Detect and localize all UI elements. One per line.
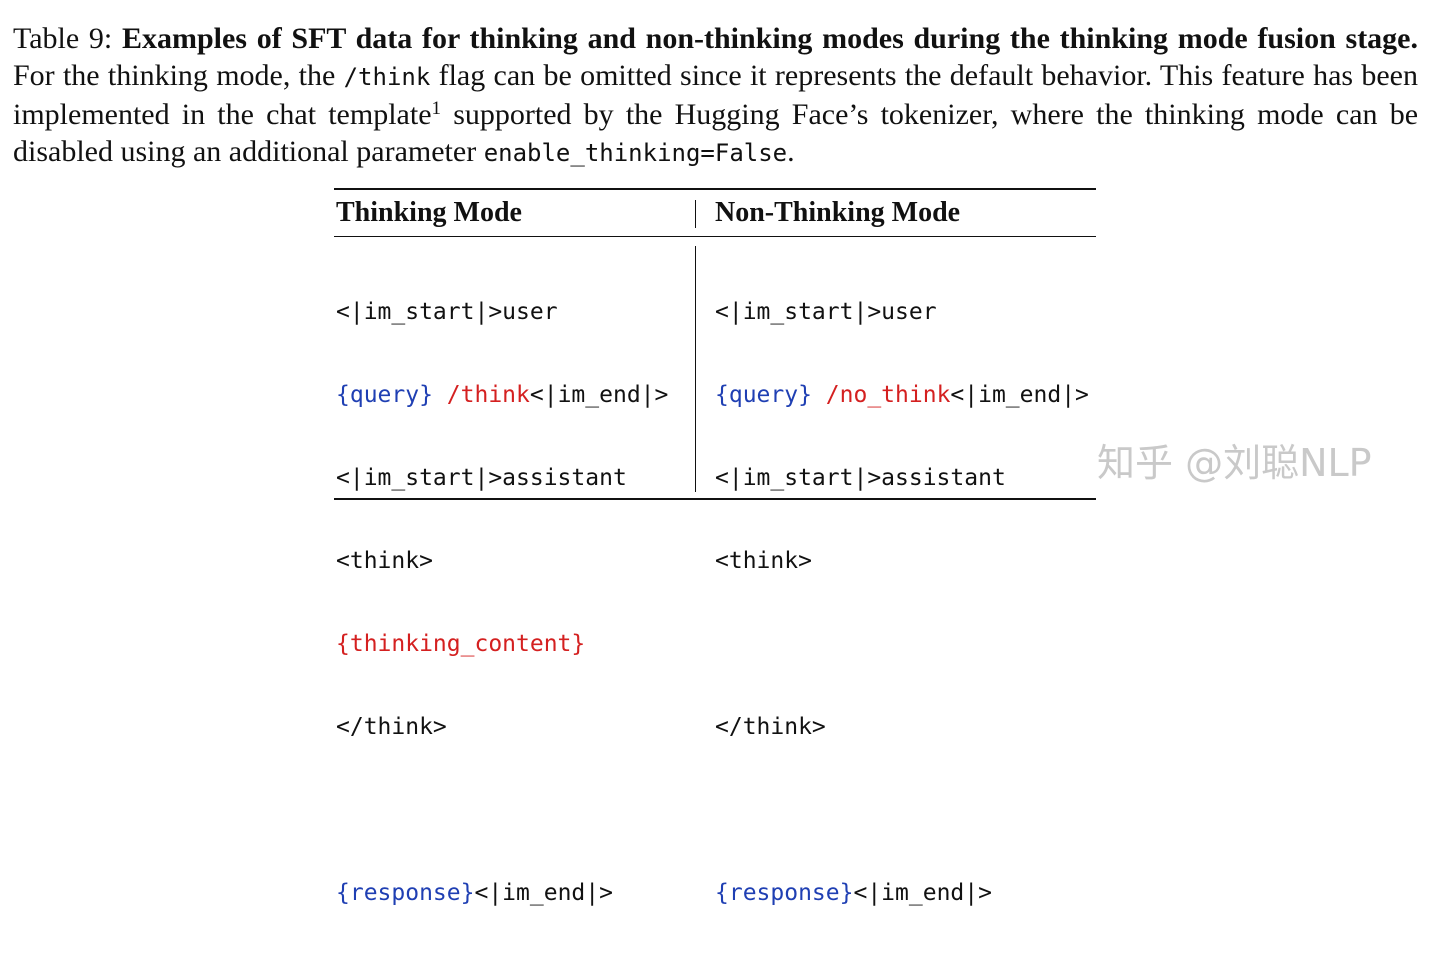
code-line: {response}<|im_end|>: [715, 878, 1089, 909]
table-top-rule: [334, 188, 1096, 190]
code-line: <|im_start|>user: [336, 299, 558, 325]
caption-code-param: enable_thinking=False: [483, 139, 788, 167]
code-line: <think>: [715, 548, 812, 574]
caption-text-1: For the thinking mode, the: [13, 59, 336, 92]
empty-line: [336, 795, 668, 826]
code-line: {query} /no_think<|im_end|>: [715, 380, 1089, 411]
table-caption: Table 9: Examples of SFT data for thinki…: [13, 20, 1418, 172]
header-thinking-mode: Thinking Mode: [336, 197, 522, 228]
im-end-token: <|im_end|>: [853, 880, 992, 906]
column-divider-header: [695, 200, 696, 228]
response-placeholder: {response}: [336, 880, 475, 906]
im-end-token: <|im_end|>: [529, 382, 669, 408]
code-line: <|im_start|>user: [715, 299, 937, 325]
im-end-token: <|im_end|>: [474, 880, 613, 906]
header-non-thinking-mode: Non-Thinking Mode: [715, 197, 961, 228]
caption-title: Examples of SFT data for thinking and no…: [121, 22, 1419, 55]
query-placeholder: {query}: [336, 382, 433, 408]
code-line: {query} /think<|im_end|>: [336, 380, 668, 411]
empty-line: [715, 629, 1089, 660]
think-flag: /think: [446, 382, 530, 408]
caption-text-3: supported by the Hugging Face’s tokenize…: [13, 98, 1419, 168]
code-line: </think>: [715, 714, 826, 740]
column-divider-body: [695, 246, 696, 492]
caption-label: Table 9:: [13, 22, 113, 55]
code-line: <think>: [336, 548, 433, 574]
table-bottom-rule: [334, 498, 1096, 500]
code-line: {response}<|im_end|>: [336, 878, 668, 909]
no-think-flag: /no_think: [825, 382, 951, 408]
query-placeholder: {query}: [715, 382, 812, 408]
table-header-rule: [334, 236, 1096, 237]
caption-text-2: flag can be omitted since it represents …: [13, 59, 1418, 131]
response-placeholder: {response}: [715, 880, 854, 906]
thinking-mode-example: <|im_start|>user {query} /think<|im_end|…: [336, 245, 668, 961]
footnote-marker[interactable]: 1: [431, 98, 442, 119]
im-end-token: <|im_end|>: [950, 382, 1089, 408]
code-line: <|im_start|>assistant: [336, 465, 627, 491]
non-thinking-mode-example: <|im_start|>user {query} /no_think<|im_e…: [715, 245, 1089, 961]
caption-text-4: .: [787, 135, 795, 168]
empty-line: [715, 795, 1089, 826]
caption-code-think: /think: [343, 63, 431, 91]
zhihu-watermark: 知乎 @刘聪NLP: [1097, 441, 1372, 485]
code-line: <|im_start|>assistant: [715, 465, 1006, 491]
thinking-content-placeholder: {thinking_content}: [336, 631, 586, 657]
code-line: </think>: [336, 714, 447, 740]
